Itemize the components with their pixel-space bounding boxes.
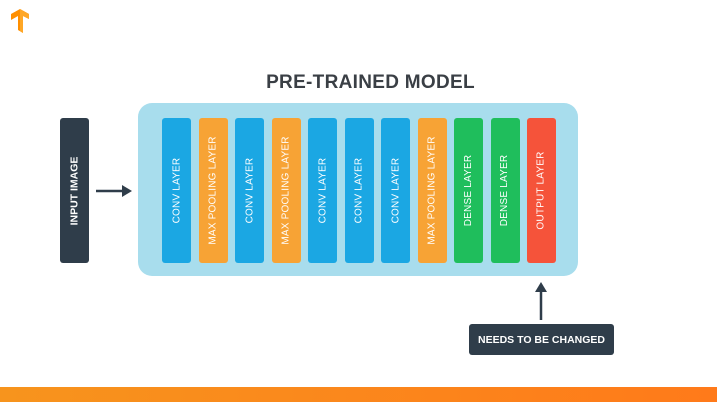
layer-label: MAX POOLING LAYER [280,136,292,245]
layer-label: CONV LAYER [390,157,402,224]
input-image-label: INPUT IMAGE [68,156,81,225]
dense-layer-block: DENSE LAYER [490,118,520,263]
conv-layer-block: CONV LAYER [381,118,410,263]
diagram-title: PRE-TRAINED MODEL [266,72,475,93]
layer-label: DENSE LAYER [499,154,511,227]
layer-label: CONV LAYER [353,157,365,224]
arrow-up-icon [535,282,547,320]
layer-label: CONV LAYER [244,157,256,224]
layer-label: DENSE LAYER [463,154,475,227]
layer-label: CONV LAYER [317,157,329,224]
conv-layer-block: CONV LAYER [162,118,191,263]
pool-layer-block: MAX POOLING LAYER [198,118,228,263]
output-layer-block: OUTPUT LAYER [527,118,556,263]
bottom-accent-bar [0,387,717,402]
arrow-right-icon [96,185,132,197]
layer-label: OUTPUT LAYER [536,151,548,230]
conv-layer-block: CONV LAYER [235,118,264,263]
pool-layer-block: MAX POOLING LAYER [271,118,301,263]
dense-layer-block: DENSE LAYER [454,118,483,263]
conv-layer-block: CONV LAYER [344,118,374,263]
layer-stack: CONV LAYER MAX POOLING LAYER CONV LAYER MAX… [162,118,556,263]
layer-label: MAX POOLING LAYER [426,136,438,245]
pool-layer-block: MAX POOLING LAYER [417,118,447,263]
layer-label: MAX POOLING LAYER [207,136,219,245]
layer-label: CONV LAYER [171,157,183,224]
needs-to-be-changed-label: NEEDS TO BE CHANGED [478,333,605,346]
input-image-box: INPUT IMAGE [60,118,89,263]
needs-to-be-changed-box: NEEDS TO BE CHANGED [469,324,614,355]
tensorflow-logo-icon [11,9,29,33]
conv-layer-block: CONV LAYER [308,118,337,263]
